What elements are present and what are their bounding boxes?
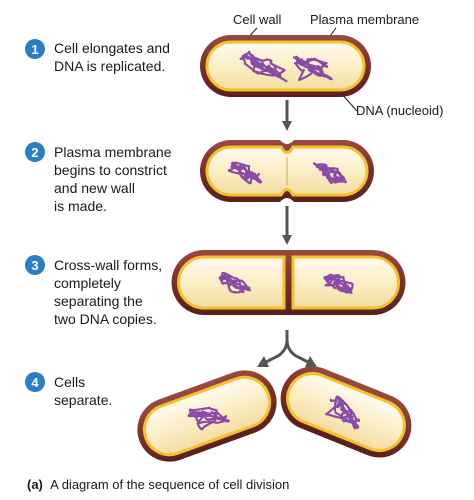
arrow-head-right — [305, 356, 317, 367]
dna-strand — [292, 55, 333, 81]
step-2-circle — [25, 142, 45, 162]
arrow-branch-left — [261, 330, 289, 366]
step-1: 1 Cell elongates and DNA is replicated. — [25, 39, 170, 74]
dna-strand — [239, 50, 288, 83]
step-1-number: 1 — [31, 42, 38, 57]
dna-strand — [187, 406, 230, 431]
step-2-text-line-2: begins to constrict — [54, 162, 167, 178]
step-4-text-line-1: Cells — [54, 374, 85, 390]
step-1-text-line-2: DNA is replicated. — [54, 58, 165, 74]
dna-nucleoid-left — [227, 161, 263, 185]
caption-prefix: (a) — [27, 477, 43, 492]
dna-nucleoid — [187, 406, 230, 431]
step-1-circle — [25, 39, 45, 59]
dna-strand — [227, 161, 263, 185]
arrow-branch-right — [285, 339, 313, 366]
step-3: 3 Cross-wall forms, completely separatin… — [25, 255, 162, 327]
step-4-circle — [25, 372, 45, 392]
dna-copy-right — [323, 273, 354, 294]
caption-text: A diagram of the sequence of cell divisi… — [50, 477, 289, 492]
cell-wall-label: Cell wall — [233, 12, 282, 27]
step-1-text-line-1: Cell elongates and — [54, 40, 170, 56]
step-2: 2 Plasma membrane begins to constrict an… — [25, 142, 172, 214]
step-3-text-line-1: Cross-wall forms, — [54, 257, 162, 273]
arrow-3-to-4 — [257, 330, 317, 367]
dna-strand — [218, 271, 252, 294]
cell-cross-wall — [171, 250, 406, 315]
figure-caption: (a) A diagram of the sequence of cell di… — [27, 477, 289, 492]
step-4-text-line-2: separate. — [54, 392, 112, 408]
cell-constricting — [200, 140, 374, 202]
step-3-text-line-3: separating the — [54, 293, 143, 309]
step-2-text-line-3: and new wall — [54, 180, 135, 196]
step-3-number: 3 — [31, 258, 38, 273]
dna-nucleoid — [239, 50, 288, 83]
dna-strand — [323, 273, 354, 294]
dna-strand — [312, 162, 347, 185]
dna-nucleoid-copy — [292, 55, 333, 81]
daughter-cell-left — [137, 370, 277, 462]
step-3-text-line-4: two DNA copies. — [54, 311, 157, 327]
step-2-text-line-4: is made. — [54, 198, 107, 214]
step-4: 4 Cells separate. — [25, 372, 112, 408]
daughter-cell-right — [280, 366, 412, 458]
dna-nucleoid — [324, 395, 361, 430]
dna-nucleoid-label: DNA (nucleoid) — [356, 103, 443, 118]
cell-elongated — [200, 35, 371, 97]
arrow-head-left — [257, 356, 269, 367]
plasma-membrane — [205, 40, 366, 92]
step-3-text-line-2: completely — [54, 275, 121, 291]
step-3-circle — [25, 255, 45, 275]
dna-copy-left — [218, 271, 252, 294]
dna-nucleoid-right — [312, 162, 347, 185]
step-2-text-line-1: Plasma membrane — [54, 144, 172, 160]
step-2-number: 2 — [31, 145, 38, 160]
step-4-number: 4 — [31, 375, 39, 390]
plasma-membrane-label: Plasma membrane — [310, 12, 419, 27]
dna-strand — [324, 395, 361, 430]
